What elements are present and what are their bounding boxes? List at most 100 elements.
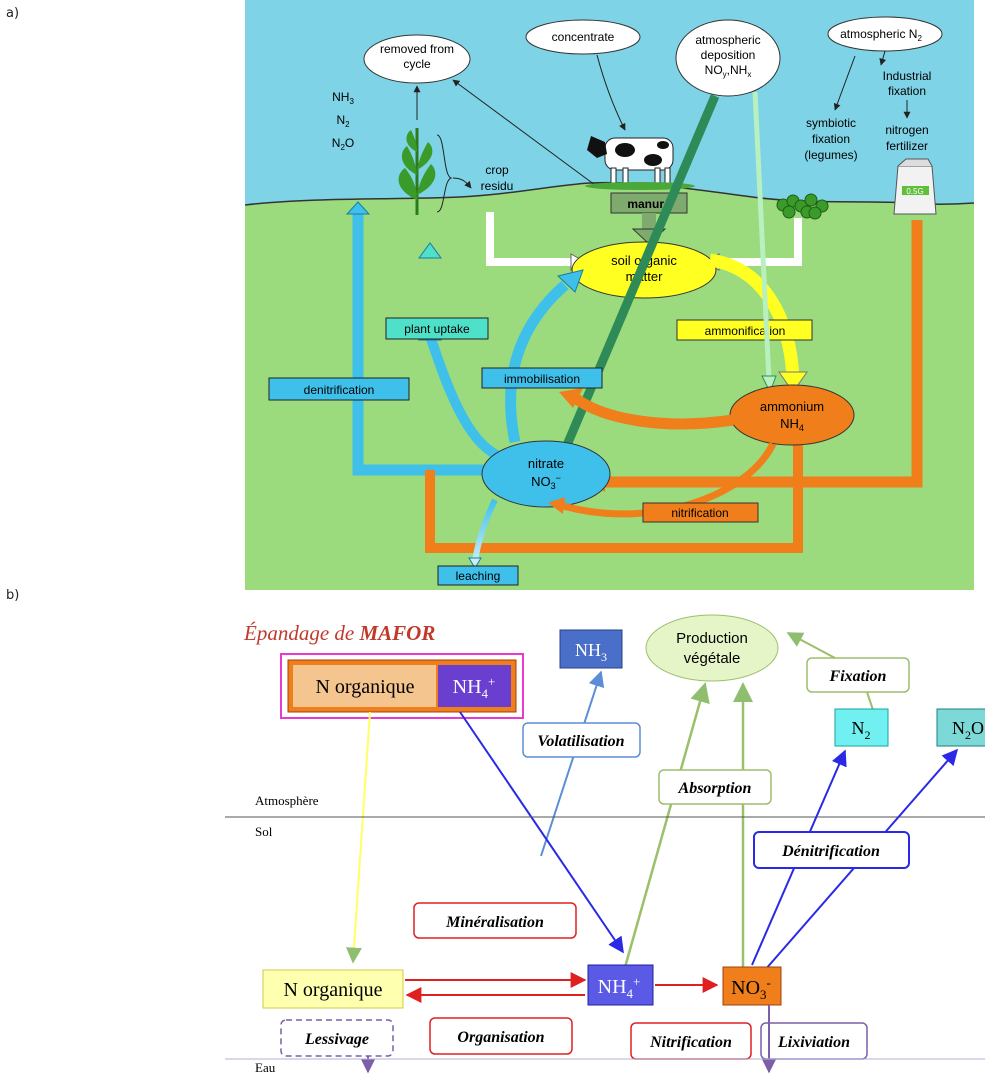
volatilisation-arrow [540,670,605,857]
nitrate-to-plant-flow [425,334,500,460]
n2-to-fixation-line [866,691,874,711]
absorption-box [658,769,772,805]
nh4-bottom: NH4+ [598,974,641,1001]
deposition-text-3: NOy,NHx [705,63,752,79]
panel-a-label: a) [6,6,20,21]
crop-text-2: residu [481,179,514,193]
atmospheric-n2-text: atmospheric N2 [840,27,922,43]
deposition-text-2: deposition [701,48,756,62]
clover-icon [776,193,829,220]
concentrate-text: concentrate [552,30,615,44]
production-vegetale [645,614,779,682]
nh4-bottom-box [587,964,654,1006]
immobilisation-blue-flow [505,280,569,444]
nh3-label: NH3 [575,640,607,664]
n-organique-bottom-box [262,969,404,1009]
lessivage-box [280,1019,394,1057]
nitrification-label: Nitrification [649,1034,732,1051]
n-organique-transfer-line [345,711,371,964]
gas-nh3: NH3 [332,90,354,106]
symbiotic-text-2: fixation [812,132,850,146]
fertilizer-text-1: nitrogen [885,123,928,137]
n2o-label: N2O [952,718,984,742]
industrial-text-1: Industrial [883,69,932,83]
absorption-label: Absorption [678,780,752,797]
volatilisation-label: Volatilisation [537,733,624,750]
nitrate-text-2: NO3− [531,473,561,491]
ammonification-flow [708,253,800,379]
plant-icon [398,128,436,215]
atmosphere-label: Atmosphère [255,793,319,808]
ammonium-text-2: NH4 [780,416,804,433]
deposition-bubble [675,19,781,97]
symbiotic-text-1: symbiotic [806,116,856,130]
ammonium-text-1: ammonium [760,399,824,414]
nitrogen-cycle-diagram: removed from cycle concentrate atmospher… [245,0,974,590]
immobilisation-label: immobilisation [504,372,580,386]
mafor-nitrogen-diagram: Épandage de MAFOR N organique NH4+ NH3 P… [225,614,985,1075]
cow-icon [585,136,695,190]
fertilizer-bag-icon: 0.5G [893,158,937,215]
gas-n2o: N2O [332,136,354,152]
fixation-label: Fixation [829,668,887,685]
crop-brace [436,134,453,213]
crop-text-1: crop [485,163,509,177]
fixation-arrow [786,632,836,659]
lixiviation-label: Lixiviation [777,1034,850,1051]
absorption-arrow-1 [618,682,710,986]
symbiotic-text-3: (legumes) [804,148,857,162]
n2-to-industrial-arrow [879,50,887,66]
organisation-box [429,1017,573,1055]
immobilisation-box [481,367,603,389]
n2-to-symbiotic-arrow [833,55,856,111]
n2o-box [936,708,985,747]
sol-label: Sol [255,824,273,839]
ammonification-box [676,319,813,341]
industrial-text-2: fixation [888,84,926,98]
leaching-box [437,565,519,586]
organisation-label: Organisation [457,1029,544,1046]
fertilizer-text-2: fertilizer [886,139,928,153]
mineralisation-label: Minéralisation [445,914,544,931]
removed-text-1: removed from [380,42,454,56]
mafor-outer-box [280,653,524,719]
nitrate [481,440,611,508]
orange-bottom-loop [425,440,803,553]
mafor-title: Épandage de MAFOR [243,621,435,645]
mineralisation-box [413,902,577,939]
denitrification-box [268,377,410,401]
no3-box [722,966,782,1006]
plant-uptake-box [385,317,489,340]
fertilizer-flow [600,220,923,488]
ammonification-label: ammonification [705,324,786,338]
clover-to-som-flow [715,218,802,266]
concentrate-bubble [525,19,641,55]
concentrate-to-cow-arrow [596,54,626,131]
nh4-transfer-arrow [459,711,624,954]
immobilisation-orange-flow [571,393,734,430]
no3-label: NO3- [731,975,771,1002]
nitrification-box [642,502,759,523]
nitrate-text-1: nitrate [528,456,564,471]
nh3-box [559,629,623,669]
nh4-top-box [438,665,511,707]
deposition-flow-light [752,91,772,381]
denitrification-label: denitrification [304,383,375,397]
nitrification-label: nitrification [671,506,728,520]
panel-b-label: b) [6,588,20,603]
leaching-flow [472,498,498,563]
n-organique-top-box [293,665,436,707]
production-text-1: Production [676,630,748,647]
n-organique-bottom: N organique [283,979,382,1001]
eau-label: Eau [255,1060,276,1075]
denitrification-label: Dénitrification [781,843,880,860]
removed-text-2: cycle [403,57,431,71]
fixation-box [806,657,910,693]
gas-n2: N2 [336,113,350,129]
manure-label: manure [627,197,671,211]
n-organique-top: N organique [315,676,414,698]
n2-box [834,708,889,747]
leaching-label: leaching [456,569,501,583]
denitrification-flow [352,212,493,476]
removed-bubble [363,34,471,84]
